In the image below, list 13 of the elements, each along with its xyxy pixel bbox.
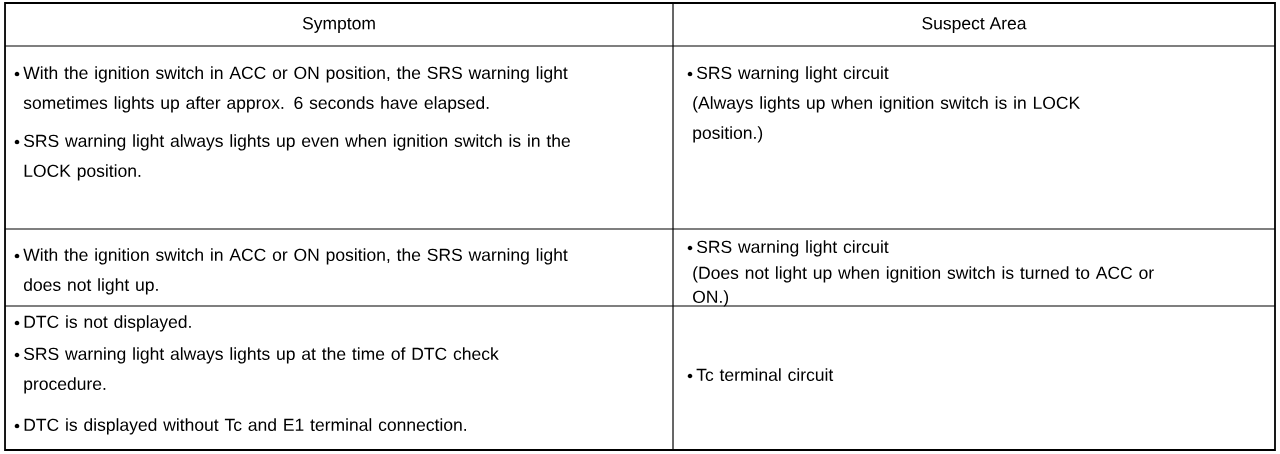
column-header: Symptom [302, 17, 375, 33]
column-header: Suspect Area [922, 17, 1027, 33]
list-item: SRS warning light always lights up even when ignition switch is in the LOCK position. [14, 134, 570, 181]
note-text: (Always lights up when ignition switch is in LOCK position.) [693, 96, 1080, 143]
list-item: DTC is displayed without Tc and E1 terminal connection. [14, 418, 467, 435]
list-item: SRS warning light circuit [687, 66, 889, 83]
list-item: SRS warning light circuit [687, 240, 889, 257]
list-item: With the ignition switch in ACC or ON position, the SRS warning light does not light up. [14, 248, 568, 295]
note-text: (Does not light up when ignition switch is turned to ACC or ON.) [693, 266, 1154, 307]
list-item: With the ignition switch in ACC or ON position, the SRS warning light sometimes lights up after approx. 6 seconds have elapsed. [14, 66, 568, 113]
list-item: SRS warning light always lights up at the time of DTC check procedure. [14, 347, 499, 394]
list-item: Tc terminal circuit [687, 368, 834, 382]
list-item: DTC is not displayed. [14, 315, 191, 332]
